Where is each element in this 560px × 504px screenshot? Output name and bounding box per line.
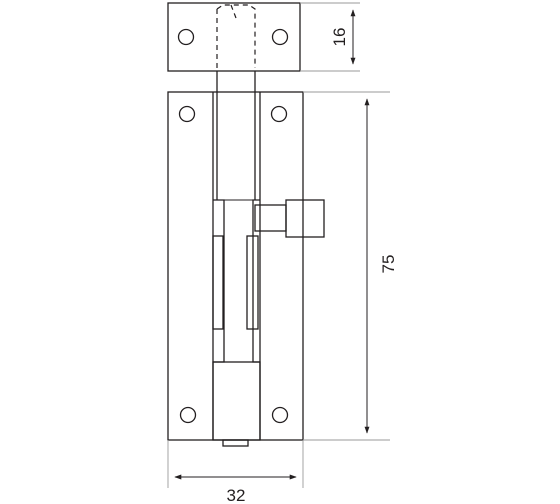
bolt-shaft-gap: [216, 71, 256, 92]
handle-knob: [285, 199, 325, 238]
slot-left: [212, 235, 224, 330]
keeper-screw-hole-right: [271, 28, 289, 46]
base-plate: [167, 91, 304, 441]
bolt-tip: [222, 439, 249, 447]
slot-right: [246, 235, 259, 330]
dimension-width-label: 32: [227, 486, 246, 504]
dimension-plate-height: 16: [330, 9, 356, 65]
base-screw-hole-bottom-right: [271, 406, 289, 424]
keeper-screw-hole-left: [177, 28, 195, 46]
dimension-plate-height-label: 16: [330, 28, 349, 47]
dimension-length: 75: [364, 98, 398, 434]
dimension-length-label: 75: [379, 255, 398, 274]
dimension-width: 32: [174, 474, 297, 504]
extension-lines: [167, 2, 390, 488]
bolt-end-block: [212, 361, 261, 441]
base-screw-hole-top-right: [270, 105, 288, 123]
keeper-hidden-bolt-outline: [216, 4, 256, 68]
base-screw-hole-top-left: [178, 105, 196, 123]
bolt-handle: [254, 199, 325, 238]
keeper-plate: [167, 2, 301, 72]
base-screw-hole-bottom-left: [179, 406, 197, 424]
sliding-bolt: [212, 92, 261, 447]
